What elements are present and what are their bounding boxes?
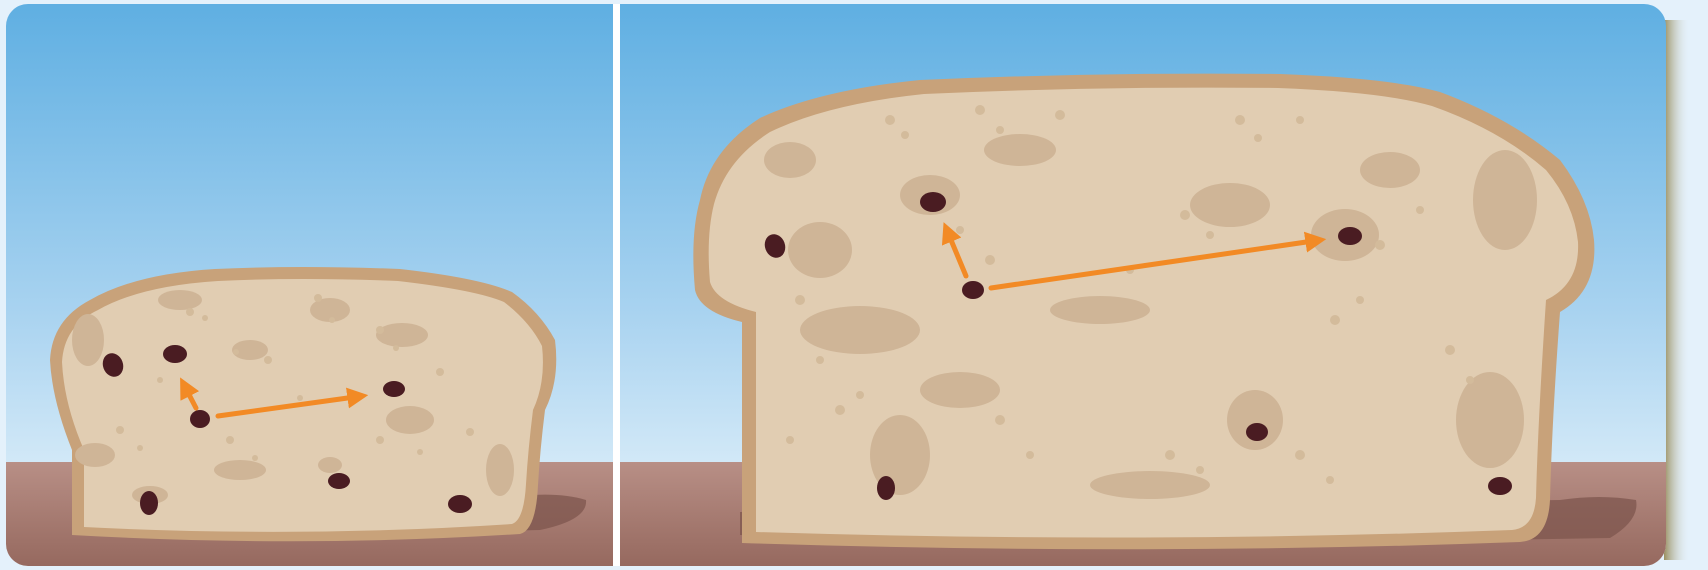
raisin [1488,477,1512,495]
panel-large-loaf [693,74,1636,550]
raisin [1338,227,1362,245]
raisin [448,495,472,513]
raisin [877,476,895,500]
frame-shadow [1664,20,1690,560]
diagram-frame [6,4,1666,566]
raisin [190,410,210,428]
raisin [962,281,984,299]
raisin [163,345,187,363]
raisin [328,473,350,489]
panel-small-loaf [50,267,586,541]
raisin [1246,423,1268,441]
raisin [140,491,158,515]
panel-divider [613,4,620,566]
raisin [920,192,946,212]
raisin [383,381,405,397]
